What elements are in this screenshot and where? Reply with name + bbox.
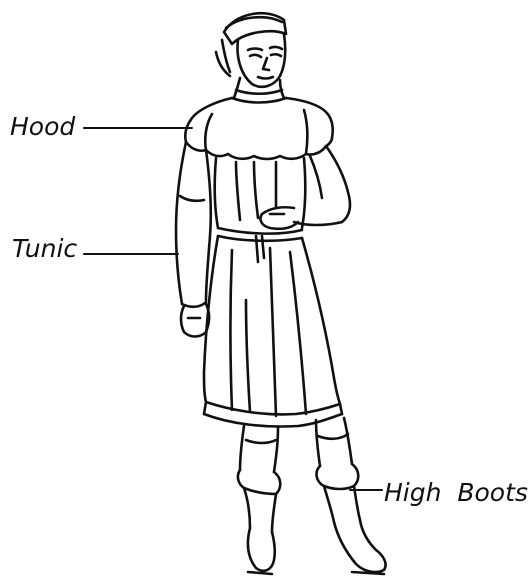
tunic-label: Tunic <box>12 236 77 261</box>
boots-drawing <box>238 418 386 574</box>
high-boots-label: High Boots <box>384 480 528 505</box>
leader-lines <box>84 128 382 490</box>
head-drawing <box>216 13 286 87</box>
collar-drawing <box>232 78 286 103</box>
hood-drawing <box>185 98 333 159</box>
hood-label: Hood <box>10 114 75 139</box>
